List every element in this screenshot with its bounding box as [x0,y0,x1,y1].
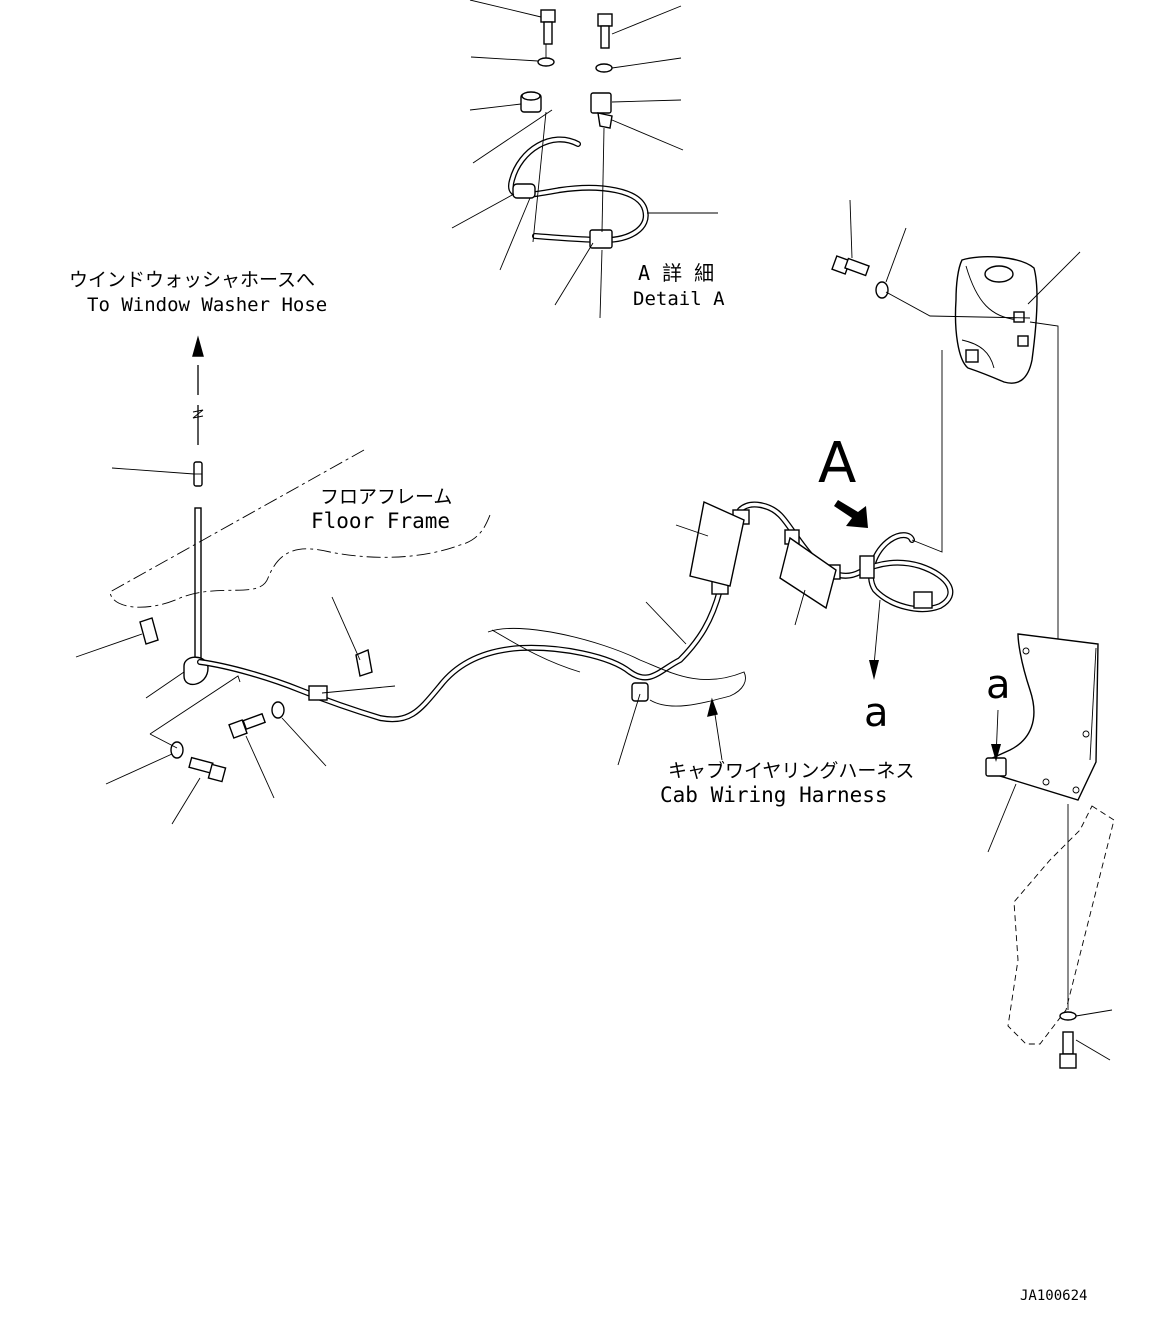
cab-outline [1007,805,1115,1045]
washer-hose-label-en: To Window Washer Hose [87,294,327,316]
harness-tape [779,536,837,610]
floor-frame-label-jp: フロアフレーム [320,486,452,508]
bolt-icon [597,13,613,49]
washer-tank-group [831,199,1084,695]
bracket-group [985,633,1115,1069]
washer-icon [595,63,613,73]
bracket-icon [139,617,159,645]
detail-a-label-jp: A 詳 細 [638,261,714,285]
detail-a-group [451,0,718,319]
hose-clip-icon [589,229,613,249]
hose-joint-icon [193,461,203,487]
bolt-icon [228,712,267,739]
spacer-icon [520,91,542,113]
ref-letter-a-right: a [986,662,1011,708]
bolt-icon [540,9,556,45]
washer-icon [875,281,889,299]
floor-frame-label-en: Floor Frame [311,509,450,533]
harness-clip-icon [859,555,875,579]
washer-icon [170,741,184,759]
bolt-icon [188,756,227,783]
washer-hose-label-jp: ウインドウォッシャホースへ [69,269,315,291]
harness-clip-icon [308,685,328,701]
tank-cap-icon [984,265,1014,283]
drawing-number: JA100624 [1020,1288,1087,1304]
harness-clip-icon [913,591,933,609]
view-arrow-icon [834,500,868,528]
ref-letter-a-left: a [864,690,889,736]
washer-icon [271,701,285,719]
bolt-icon [831,255,870,277]
detail-a-label-en: Detail A [633,288,725,310]
washer-icon [1059,1011,1077,1021]
cab-harness-label-jp: キャブワイヤリングハーネス [668,759,914,782]
washer-icon [537,57,555,67]
harness-group [197,500,954,766]
bolt-icon [1059,1031,1077,1069]
clamp-icon [590,92,613,129]
cab-harness-label-en: Cab Wiring Harness [660,783,888,807]
harness-tape [689,500,745,587]
fasteners-lower-left [105,675,327,825]
bracket-icon [355,649,373,677]
washer-hose-group [75,335,209,699]
harness-clip-icon [631,682,649,702]
view-letter-a: A [818,431,856,496]
hose-clip-icon [512,183,536,199]
floor-frame-outline [109,449,491,608]
